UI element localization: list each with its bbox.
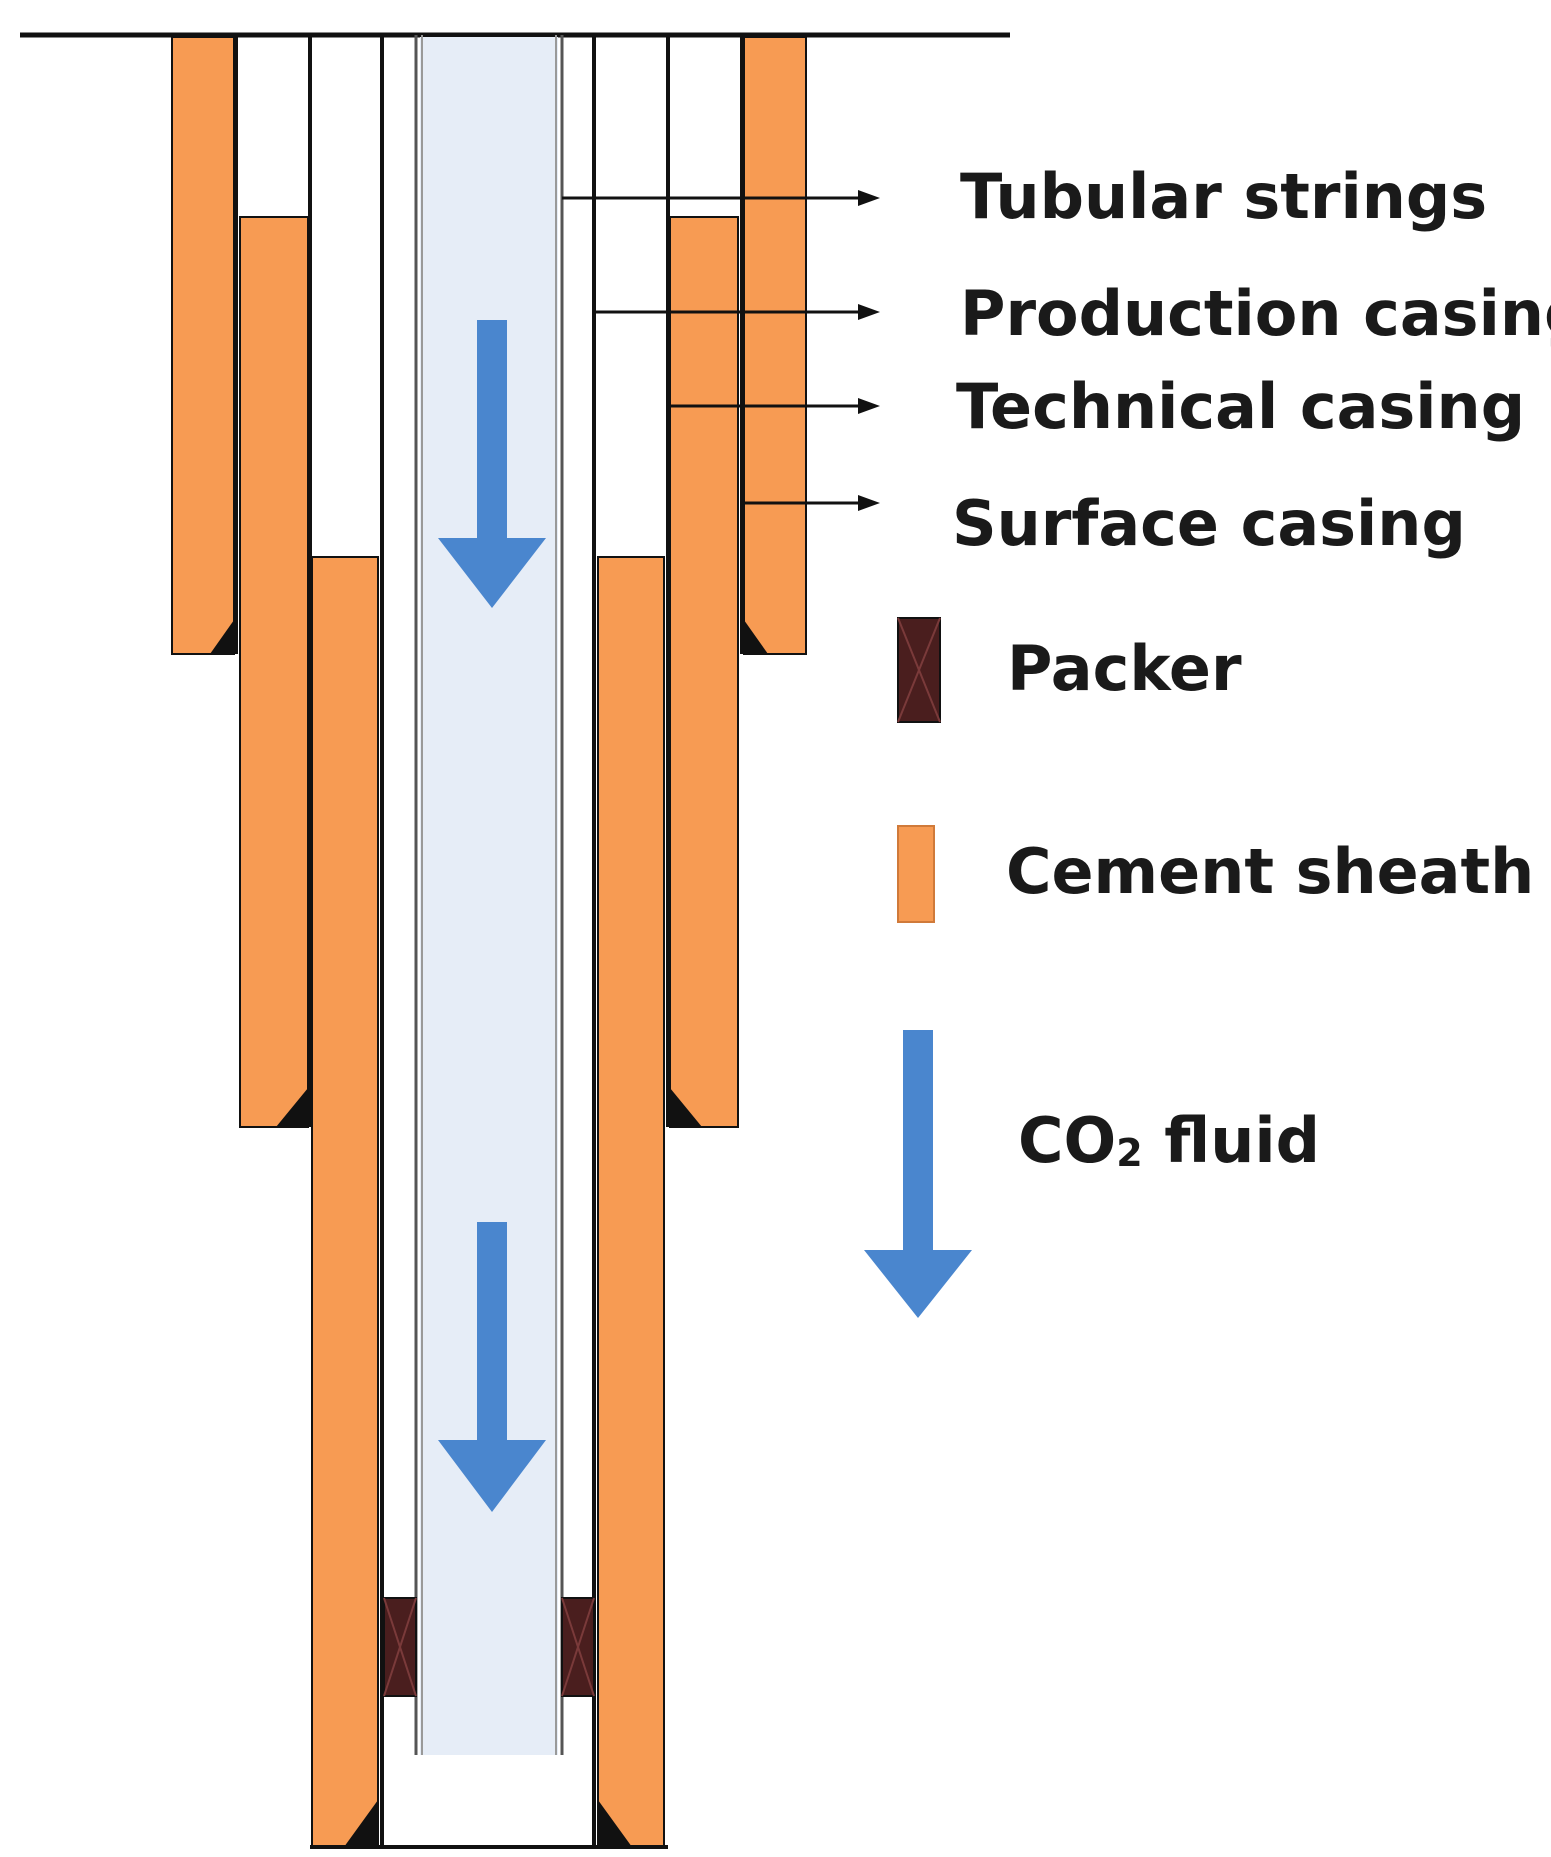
- arrowhead-surface-casing: [858, 495, 880, 511]
- co2-text: CO: [1018, 1104, 1116, 1177]
- cement-shoe-production-right: [598, 1800, 632, 1847]
- callout-leaders: [562, 190, 880, 511]
- arrowhead-tubular-strings: [858, 190, 880, 206]
- fluid-text: fluid: [1143, 1104, 1320, 1177]
- arrowhead-technical-casing: [858, 398, 880, 414]
- cement-sheath-technical-right: [669, 216, 739, 1128]
- cement-sheath-production-left: [311, 556, 379, 1848]
- cement-sheath-surface-right: [743, 36, 807, 655]
- legend-packer-label: Packer: [1007, 632, 1242, 705]
- production-casing-cement: [311, 556, 665, 1848]
- packer-right: [561, 1597, 595, 1697]
- cement-shoe-surface-right: [744, 620, 768, 654]
- cement-shoe-surface-left: [210, 620, 234, 654]
- legend-cement-sheath-label: Cement sheath: [1006, 835, 1534, 908]
- legend: Packer Cement sheath CO2 fluid: [864, 617, 1534, 1318]
- co2-subscript: 2: [1116, 1131, 1142, 1175]
- cement-shoe-production-left: [344, 1800, 378, 1847]
- co2-flow-arrow-lower: [438, 1222, 546, 1512]
- legend-packer-swatch: [897, 617, 941, 723]
- technical-casing-cement: [239, 216, 739, 1128]
- co2-flow-arrow-upper: [438, 320, 546, 608]
- cement-sheath-production-right: [597, 556, 665, 1848]
- label-production-casing: Production casing: [960, 277, 1551, 350]
- packer-left: [383, 1597, 417, 1697]
- surface-casing-cement: [171, 36, 807, 655]
- label-tubular-strings: Tubular strings: [960, 160, 1487, 233]
- legend-co2-fluid-label: CO2 fluid: [1018, 1104, 1320, 1177]
- label-surface-casing: Surface casing: [952, 487, 1466, 560]
- cement-sheath-technical-left: [239, 216, 309, 1128]
- cement-sheath-surface-left: [171, 36, 235, 655]
- arrowhead-production-casing: [858, 304, 880, 320]
- legend-co2-arrow: [864, 1030, 972, 1318]
- legend-cement-sheath-swatch: [897, 825, 935, 923]
- casing-walls: [234, 35, 744, 1847]
- cement-shoe-technical-right: [670, 1088, 702, 1127]
- cement-shoe-technical-left: [276, 1088, 308, 1127]
- label-technical-casing: Technical casing: [956, 370, 1525, 443]
